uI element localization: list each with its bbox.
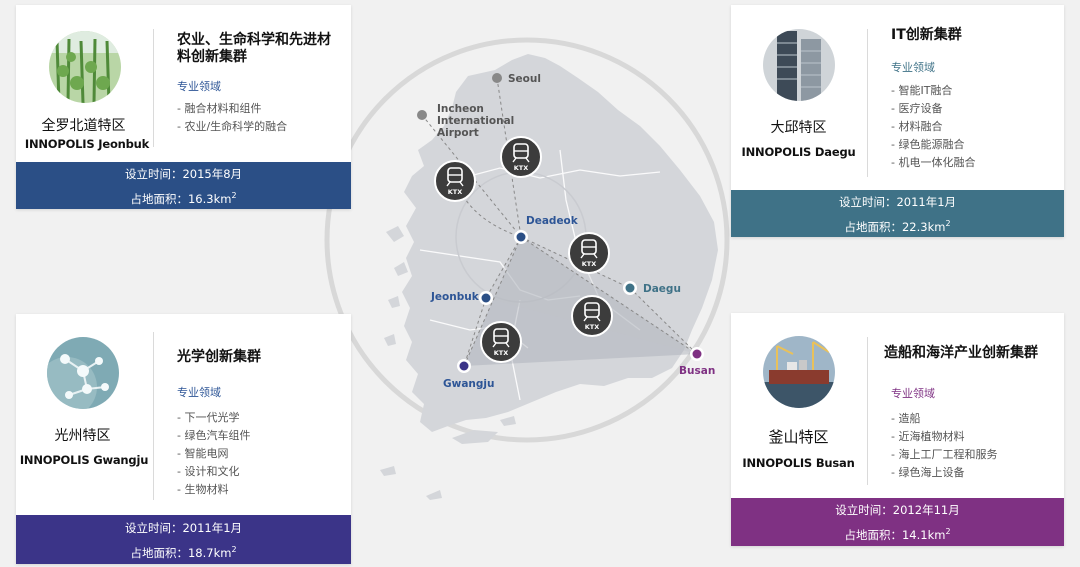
- daegu-divider: [867, 29, 868, 177]
- ktx-label: KTX: [448, 188, 462, 196]
- deadeok-dot-core: [516, 232, 526, 242]
- list-item: - 设计和文化: [177, 465, 240, 478]
- list-item: - 材料融合: [891, 120, 943, 133]
- list-item: - 医疗设备: [891, 102, 943, 115]
- jeonbuk-label: Jeonbuk: [430, 291, 480, 303]
- busan-area: 占地面积：14.1km2: [731, 521, 1064, 543]
- list-item: - 融合材料和组件: [177, 102, 262, 115]
- gwangju-field-list: - 下一代光学 - 绿色汽车组件 - 智能电网 - 设计和文化 - 生物材料: [177, 409, 250, 499]
- daegu-area: 占地面积：22.3km2: [731, 213, 1064, 235]
- list-item: - 绿色能源融合: [891, 138, 965, 151]
- west-islands: [384, 226, 408, 346]
- daegu-dot-core: [625, 283, 635, 293]
- jeonbuk-dot-core: [481, 293, 491, 303]
- gwangju-area: 占地面积：18.7km2: [16, 539, 351, 561]
- gwangju-dot-core: [459, 361, 469, 371]
- gwangju-photo: [47, 337, 119, 409]
- ktx-label: KTX: [514, 164, 528, 172]
- list-item: - 海上工厂工程和服务: [891, 448, 998, 461]
- ktx-badge-5: KTX: [480, 321, 522, 363]
- gwangju-region-en: INNOPOLIS Gwangju: [19, 453, 149, 467]
- gwangju-label: Gwangju: [443, 378, 494, 390]
- busan-info-band: 设立时间：2012年11月 占地面积：14.1km2: [731, 498, 1064, 546]
- incheon-label-3: Airport: [437, 127, 479, 139]
- ktx-label: KTX: [585, 323, 599, 331]
- list-item: - 绿色汽车组件: [177, 429, 251, 442]
- daegu-region-en: INNOPOLIS Daegu: [741, 145, 856, 159]
- list-item: - 下一代光学: [177, 411, 240, 424]
- busan-established: 设立时间：2012年11月: [835, 503, 960, 517]
- seoul-label: Seoul: [508, 73, 541, 85]
- jeonbuk-area-value: 占地面积：16.3km: [130, 191, 232, 206]
- jeonbuk-cluster-title-2: 料创新集群: [177, 49, 247, 65]
- list-item: - 农业/生命科学的融合: [177, 120, 288, 133]
- busan-divider: [867, 337, 868, 485]
- busan-area-value: 占地面积：14.1km: [844, 527, 946, 542]
- ktx-badge-3: KTX: [568, 232, 610, 274]
- daegu-region-name: 大邱特区: [770, 120, 827, 136]
- daegu-cluster-title: IT创新集群: [891, 27, 962, 43]
- busan-field-list: - 造船 - 近海植物材料 - 海上工厂工程和服务 - 绿色海上设备: [891, 410, 997, 482]
- gwangju-cluster-title: 光学创新集群: [177, 349, 261, 365]
- gwangju-info-band: 设立时间：2011年1月 占地面积：18.7km2: [16, 515, 351, 564]
- gwangju-established: 设立时间：2011年1月: [124, 521, 243, 535]
- jeonbuk-region-en: INNOPOLIS Jeonbuk: [24, 137, 150, 151]
- gwangju-divider: [153, 332, 154, 500]
- jeonbuk-field-label: 专业领域: [177, 80, 221, 93]
- list-item: - 近海植物材料: [891, 430, 965, 443]
- list-item: - 绿色海上设备: [891, 466, 965, 479]
- busan-field-label: 专业领域: [891, 387, 935, 400]
- list-item: - 智能IT融合: [891, 84, 953, 97]
- list-item: - 造船: [891, 412, 921, 425]
- ktx-label: KTX: [494, 349, 508, 357]
- gwangju-field-label: 专业领域: [177, 386, 221, 399]
- area-unit-superscript: 2: [231, 545, 237, 554]
- jeonbuk-photo: [49, 31, 121, 103]
- busan-region-name: 釜山特区: [768, 428, 829, 446]
- daegu-field-label: 专业领域: [891, 61, 935, 74]
- daegu-established: 设立时间：2011年1月: [838, 195, 957, 209]
- ktx-badge-4: KTX: [571, 295, 613, 337]
- list-item: - 智能电网: [177, 447, 229, 460]
- incheon-label-1: Incheon: [437, 103, 484, 115]
- daegu-info-band: 设立时间：2011年1月 占地面积：22.3km2: [731, 190, 1064, 237]
- south-islands: [380, 416, 516, 500]
- busan-card: 釜山特区 INNOPOLIS Busan 造船和海洋产业创新集群 专业领域 - …: [731, 313, 1064, 546]
- outer-ring: [324, 37, 730, 443]
- busan-dot-core: [692, 349, 702, 359]
- seoul-dot: [492, 73, 502, 83]
- area-unit-superscript: 2: [945, 219, 951, 228]
- jeonbuk-established: 设立时间：2015年8月: [124, 167, 243, 181]
- area-unit-superscript: 2: [945, 527, 951, 536]
- busan-photo: [763, 336, 835, 408]
- daegu-photo: [763, 29, 835, 101]
- jeonbuk-divider: [153, 29, 154, 147]
- list-item: - 生物材料: [177, 483, 229, 496]
- jeonbuk-cluster-title-1: 农业、生命科学和先进材: [177, 32, 331, 48]
- daegu-area-value: 占地面积：22.3km: [844, 219, 946, 234]
- busan-region-en: INNOPOLIS Busan: [742, 456, 855, 470]
- list-item: - 机电一体化融合: [891, 156, 976, 169]
- deadeok-label: Deadeok: [526, 215, 579, 227]
- busan-cluster-title: 造船和海洋产业创新集群: [884, 345, 1038, 361]
- ktx-label: KTX: [582, 260, 596, 268]
- ktx-badge-1: KTX: [434, 160, 476, 202]
- ktx-badge-2: KTX: [500, 136, 542, 178]
- area-unit-superscript: 2: [231, 191, 237, 200]
- jeonbuk-card: 全罗北道特区 INNOPOLIS Jeonbuk 农业、生命科学和先进材 料创新…: [16, 5, 351, 209]
- jeonbuk-info-band: 设立时间：2015年8月 占地面积：16.3km2: [16, 162, 351, 209]
- incheon-label-2: International: [437, 115, 514, 127]
- incheon-dot: [417, 110, 427, 120]
- jeonbuk-field-list: - 融合材料和组件 - 农业/生命科学的融合: [177, 100, 287, 136]
- daegu-card: 大邱特区 INNOPOLIS Daegu IT创新集群 专业领域 - 智能IT融…: [731, 5, 1064, 237]
- gwangju-area-value: 占地面积：18.7km: [130, 545, 232, 560]
- jeonbuk-region-name: 全罗北道特区: [41, 118, 126, 134]
- daegu-field-list: - 智能IT融合 - 医疗设备 - 材料融合 - 绿色能源融合 - 机电一体化融…: [891, 82, 975, 172]
- daegu-label: Daegu: [643, 283, 681, 295]
- busan-label: Busan: [679, 365, 715, 377]
- jeonbuk-area: 占地面积：16.3km2: [16, 185, 351, 207]
- gwangju-card: 光州特区 INNOPOLIS Gwangju 光学创新集群 专业领域 - 下一代…: [16, 314, 351, 564]
- gwangju-region-name: 光州特区: [54, 428, 111, 444]
